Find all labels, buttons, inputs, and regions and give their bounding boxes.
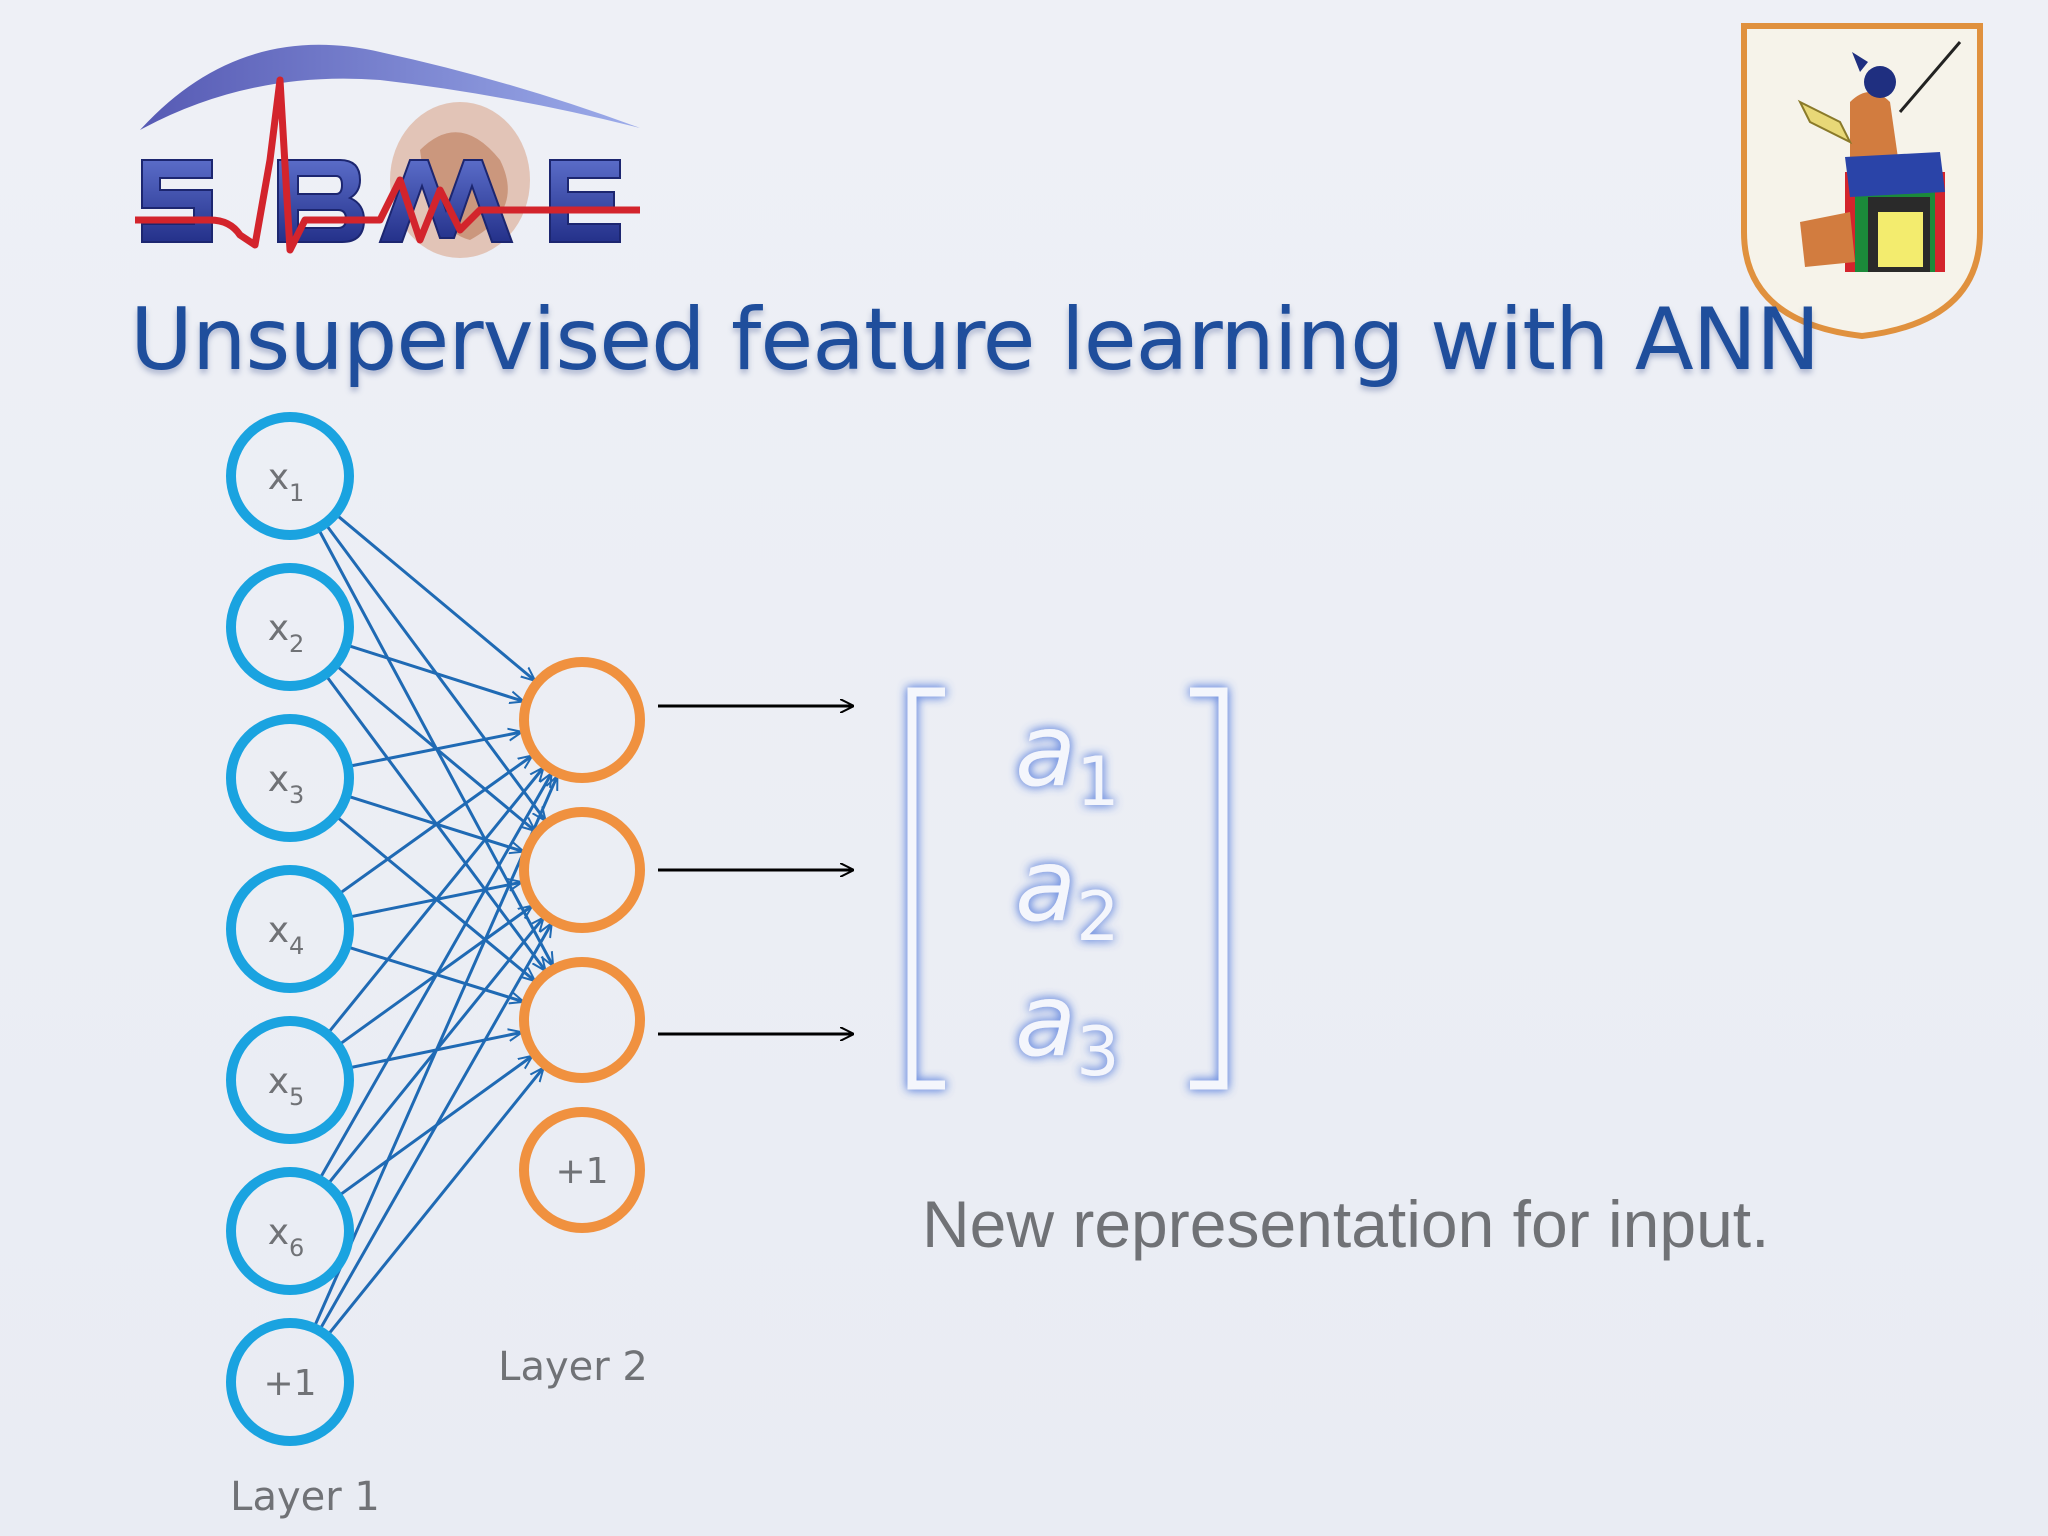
slide-title: Unsupervised feature learning with ANN	[130, 290, 1820, 390]
layer2-node-1	[519, 657, 645, 783]
edge-4-1	[337, 756, 532, 896]
layer1-node-3-label: x3	[268, 759, 305, 809]
layer2-node-2	[519, 807, 645, 933]
sbme-logo	[135, 44, 640, 258]
vector-entry-2: a2	[1015, 827, 1120, 957]
layer1-label: Layer 1	[230, 1474, 380, 1520]
layer1-node-2: x2	[226, 563, 354, 691]
layer2-label: Layer 2	[498, 1344, 648, 1390]
edge-7-3	[325, 1067, 544, 1338]
layer1-node-1-label: x1	[268, 457, 305, 507]
edge-1-1	[334, 512, 535, 681]
edge-3-1	[347, 732, 522, 768]
layer2-node-4-label: +1	[555, 1151, 608, 1192]
edge-2-1	[345, 643, 524, 702]
layer1-node-7-label: +1	[263, 1363, 316, 1404]
university-crest	[1741, 23, 1983, 340]
output-arrows	[658, 706, 852, 1034]
edge-7-2	[317, 923, 554, 1332]
edge-7-1	[312, 776, 559, 1329]
layer1-node-4: x4	[226, 865, 354, 993]
layer1-node-5: x5	[226, 1016, 354, 1144]
layer2-node-4: +1	[519, 1107, 645, 1233]
layer1-node-3: x3	[226, 714, 354, 842]
right-bracket	[1190, 687, 1228, 1090]
layer1-node-7: +1	[226, 1318, 354, 1446]
layer1-node-6: x6	[226, 1167, 354, 1295]
vector-entry-3: a3	[1015, 962, 1120, 1092]
layer1-node-2-label: x2	[268, 608, 305, 658]
layer1-node-5-label: x5	[268, 1061, 305, 1111]
caption: New representation for input.	[922, 1187, 1770, 1261]
edge-5-1	[326, 767, 543, 1036]
left-bracket	[907, 687, 945, 1090]
vector-entry-1: a1	[1015, 692, 1120, 822]
layer2-node-3	[519, 957, 645, 1083]
layer1-node-6-label: x6	[268, 1212, 305, 1262]
edge-6-1	[317, 773, 554, 1181]
layer1-node-4-label: x4	[268, 910, 305, 960]
layer1-node-1: x1	[226, 412, 354, 540]
